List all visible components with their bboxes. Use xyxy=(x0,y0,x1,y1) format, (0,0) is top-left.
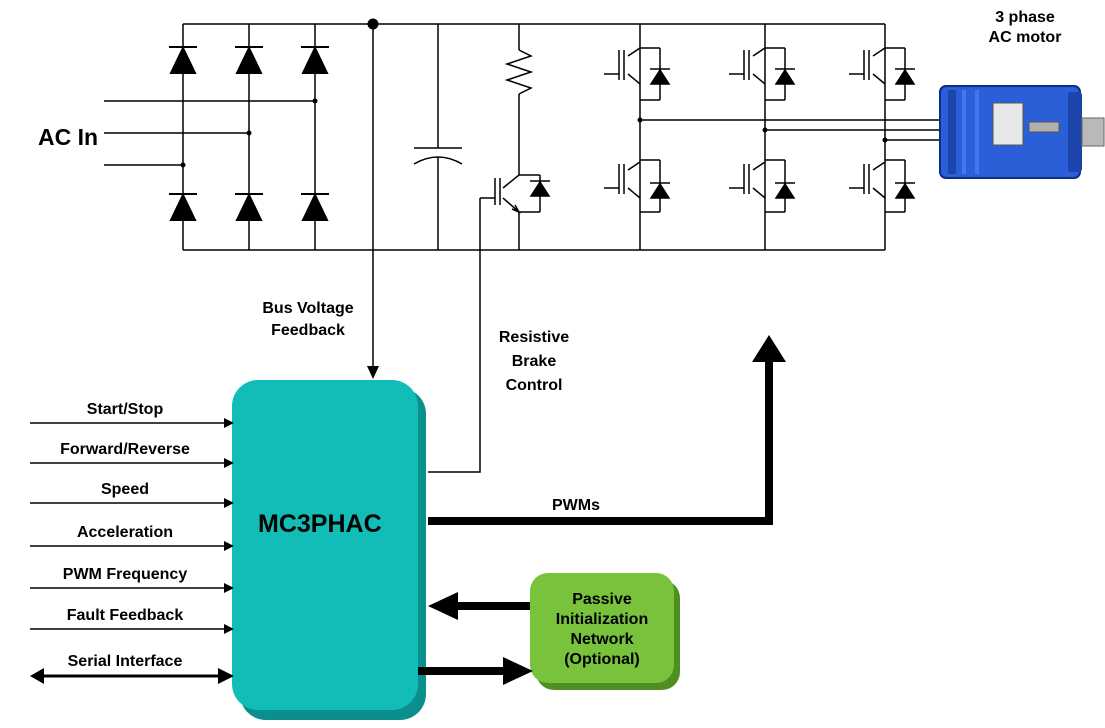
pwm-output-arrow xyxy=(428,335,786,525)
diode-upper-3 xyxy=(301,45,329,74)
inverter-leg-3 xyxy=(849,24,916,250)
diode-upper-1 xyxy=(169,45,197,74)
diode-upper-2 xyxy=(235,45,263,74)
input-label-start-stop: Start/Stop xyxy=(86,401,164,418)
inverter-leg-2 xyxy=(729,24,796,250)
input-arrows xyxy=(30,418,234,634)
ac-motor xyxy=(939,85,1105,179)
bus-voltage-feedback-line xyxy=(367,24,379,379)
passive-to-chip-arrow xyxy=(428,592,530,620)
input-label-forward-reverse: Forward/Reverse xyxy=(60,441,190,458)
brake-resistor xyxy=(504,24,534,162)
brake-control-line xyxy=(428,198,481,473)
mc3phac-chip xyxy=(232,380,426,720)
passive-label-line3: Network xyxy=(570,631,634,648)
bus-capacitor xyxy=(413,24,463,250)
diode-lower-3 xyxy=(301,192,329,221)
motor-label-line2: AC motor xyxy=(988,29,1062,46)
brake-label-line3: Control xyxy=(505,377,563,394)
input-label-fault-feedback: Fault Feedback xyxy=(66,607,184,624)
motor-label-line1: 3 phase xyxy=(995,9,1055,26)
input-label-acceleration: Acceleration xyxy=(76,524,174,541)
passive-label-line1: Passive xyxy=(572,591,632,608)
diode-lower-1 xyxy=(169,192,197,221)
junction-dots xyxy=(180,18,379,168)
inverter-leg-1 xyxy=(604,24,671,250)
pwms-label: PWMs xyxy=(552,497,600,514)
chip-to-passive-arrow xyxy=(418,657,533,685)
rectifier-diodes xyxy=(169,45,329,221)
input-label-serial-interface: Serial Interface xyxy=(67,653,183,670)
ac-in-label: AC In xyxy=(38,124,99,150)
serial-interface-arrow xyxy=(30,668,234,684)
passive-network-box xyxy=(530,573,680,690)
bus-voltage-label-line2: Feedback xyxy=(271,322,345,339)
diode-lower-2 xyxy=(235,192,263,221)
phase-junctions xyxy=(637,117,888,143)
brake-label-line2: Brake xyxy=(511,353,557,370)
ac-input-lines xyxy=(104,100,315,166)
passive-label-line4: (Optional) xyxy=(564,651,640,668)
phase-output-lines xyxy=(640,119,940,141)
bus-voltage-label-line1: Bus Voltage xyxy=(262,300,354,317)
motor-label: 3 phase AC motor xyxy=(970,8,1080,48)
brake-label-line1: Resistive xyxy=(498,329,570,346)
input-label-speed: Speed xyxy=(100,481,149,498)
bus-voltage-feedback-label: Bus Voltage Feedback xyxy=(243,298,373,342)
passive-network-label: Passive Initialization Network (Optional… xyxy=(530,590,674,670)
brake-igbt xyxy=(480,162,551,250)
brake-control-label: Resistive Brake Control xyxy=(484,326,584,398)
passive-label-line2: Initialization xyxy=(555,611,649,628)
chip-label: MC3PHAC xyxy=(258,510,382,538)
input-label-pwm-frequency: PWM Frequency xyxy=(62,566,188,583)
